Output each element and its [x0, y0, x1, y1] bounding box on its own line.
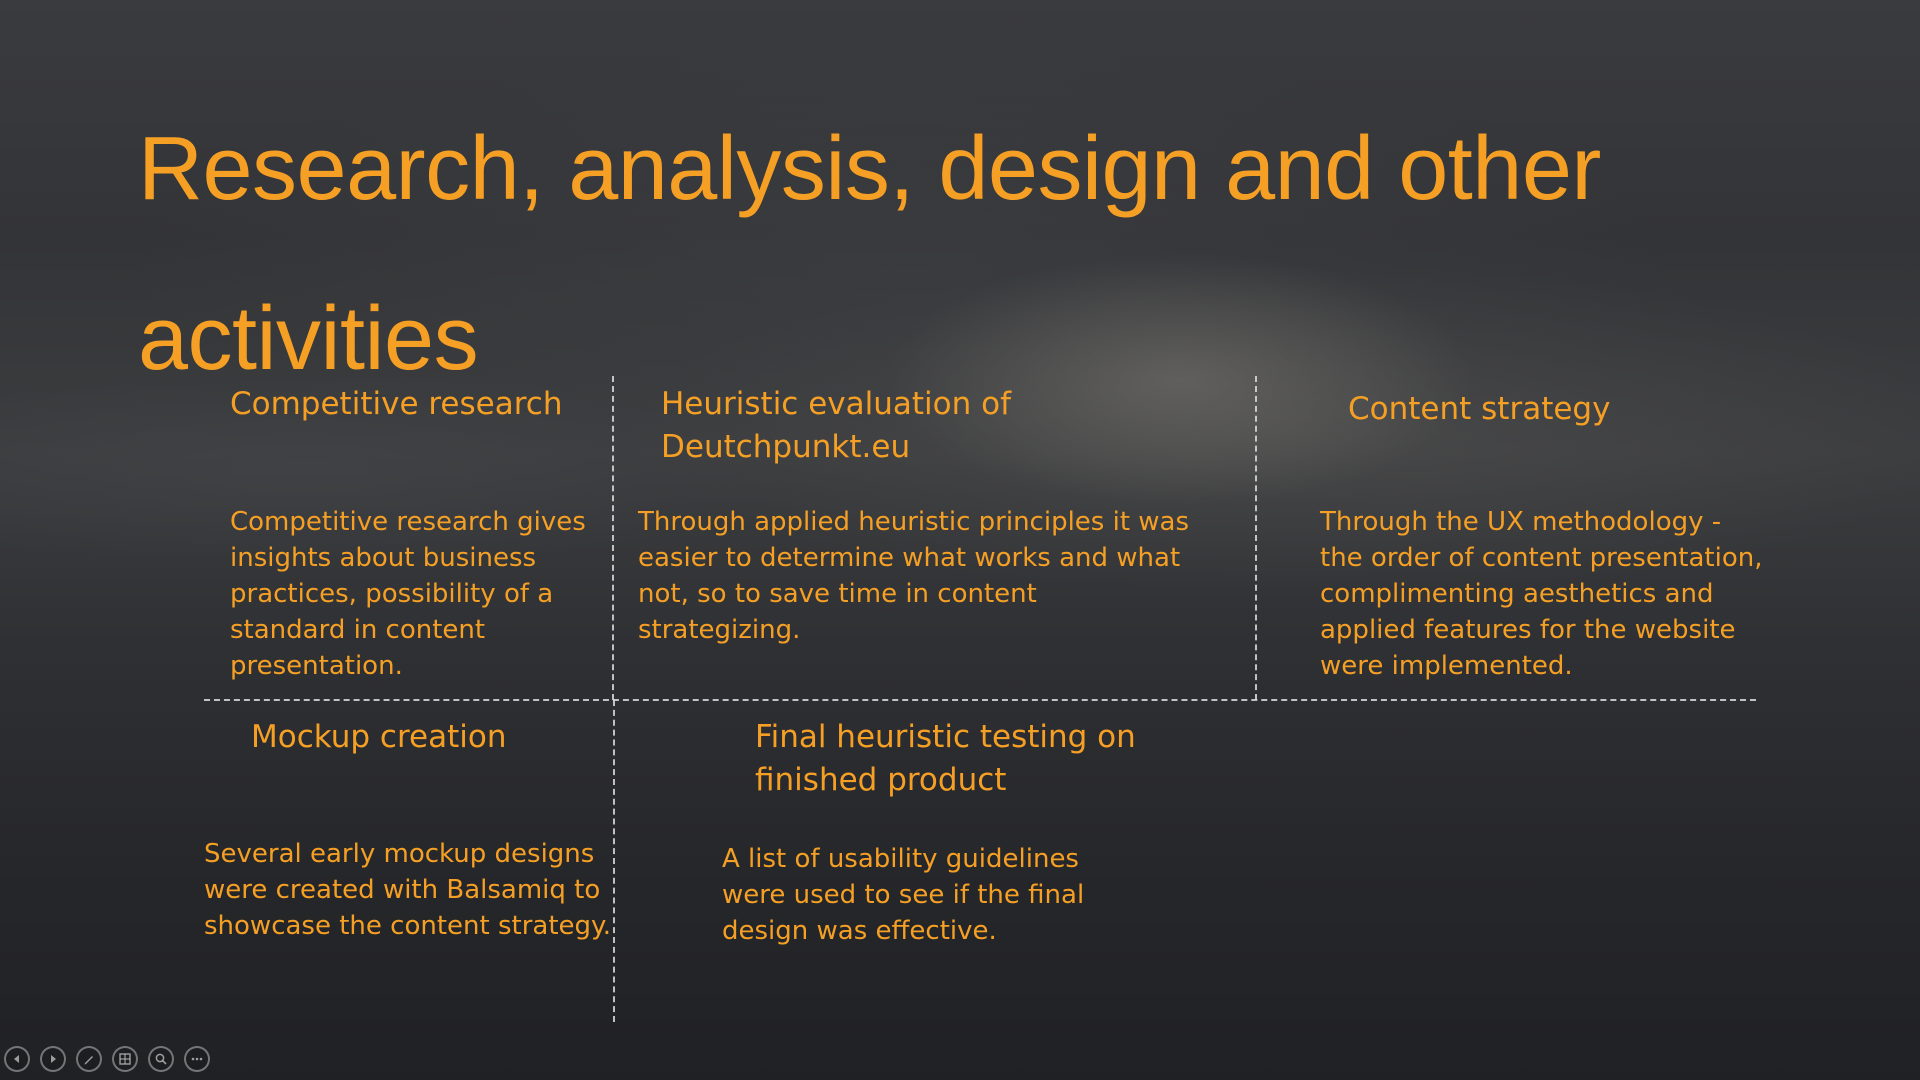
section-heading-final-heuristic-testing: Final heuristic testing on finished prod…: [755, 719, 1136, 798]
section-heading-competitive-research: Competitive research: [230, 386, 563, 422]
slide-title: Research, analysis, design and other act…: [138, 119, 1601, 389]
section-heading-content-strategy: Content strategy: [1348, 391, 1611, 427]
next-slide-icon: [51, 1055, 56, 1063]
section-body-competitive-research: Competitive research gives insights abou…: [230, 507, 586, 681]
slides-grid-icon: [119, 1053, 131, 1065]
section-body-mockup-creation: Several early mockup designs were create…: [204, 839, 611, 941]
divider-horizontal: [204, 699, 1756, 701]
pen-icon: [84, 1056, 93, 1065]
section-body-final-heuristic-testing: A list of usability guidelines were used…: [722, 844, 1085, 946]
section-heading-heuristic-evaluation: Heuristic evaluation of Deutchpunkt.eu: [661, 386, 1011, 465]
previous-slide-button[interactable]: [4, 1046, 30, 1072]
more-options-icon: [191, 1057, 203, 1061]
zoom-icon: [155, 1053, 167, 1065]
next-slide-button[interactable]: [40, 1046, 66, 1072]
divider-vertical-left-bottom: [613, 700, 615, 1022]
section-body-content-strategy: Through the UX methodology - the order o…: [1320, 507, 1763, 681]
divider-vertical-left-top: [612, 376, 614, 700]
divider-vertical-right: [1255, 376, 1257, 700]
pen-button[interactable]: [76, 1046, 102, 1072]
section-body-heuristic-evaluation: Through applied heuristic principles it …: [638, 507, 1190, 645]
previous-slide-icon: [14, 1055, 19, 1063]
zoom-button[interactable]: [148, 1046, 174, 1072]
see-all-slides-button[interactable]: [112, 1046, 138, 1072]
more-options-button[interactable]: [184, 1046, 210, 1072]
slideshow-controls: [4, 1046, 210, 1072]
section-heading-mockup-creation: Mockup creation: [251, 719, 507, 755]
